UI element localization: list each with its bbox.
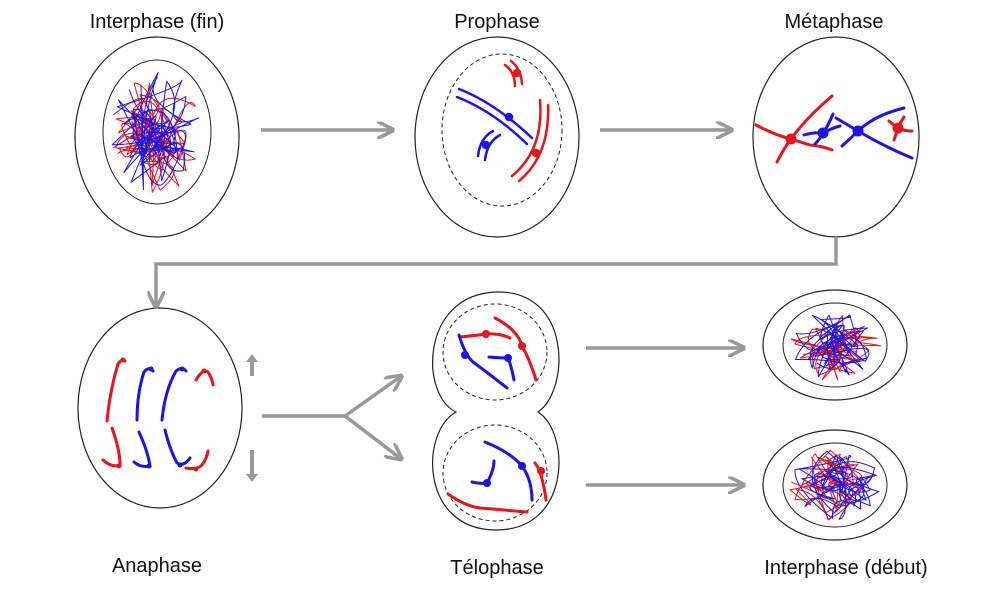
arrow-to-telophase-lower (343, 414, 400, 458)
nucleus-upper (442, 303, 548, 401)
cell-anaphase (77, 307, 243, 509)
arrow-down-icon (246, 450, 258, 482)
chromosome-red-small (503, 59, 524, 88)
chromatin-blue-strand (795, 314, 870, 378)
label-metaphase: Métaphase (785, 11, 884, 33)
chromosomes-upper (457, 316, 538, 390)
nucleus (102, 59, 212, 205)
label-telophase: Télophase (450, 557, 543, 579)
chromosome-blue-metaphase-large (834, 106, 914, 160)
cell-membrane (762, 429, 908, 541)
cell-prophase (414, 36, 580, 238)
arrow-up-icon (246, 354, 258, 376)
chromosome-red-long (510, 98, 550, 183)
direction-arrows (246, 354, 258, 482)
chromosome-red-metaphase-short (887, 115, 914, 142)
chromatids-lower (101, 426, 210, 472)
chromatin-tangle (789, 449, 880, 521)
chromatin-tangle (790, 314, 881, 381)
chromatin-blue-strand (794, 450, 880, 520)
cell-membrane-dividing (432, 291, 560, 531)
chromosome-red-metaphase (754, 94, 834, 164)
chromosome-blue-long (455, 87, 534, 146)
cell-membrane (762, 289, 908, 401)
nucleus-lower (442, 424, 548, 522)
chromatin-tangle (111, 71, 200, 193)
cell-interphase-debut-lower (762, 429, 908, 541)
nucleus (782, 442, 888, 528)
arrow-metaphase-to-anaphase (156, 237, 838, 305)
chromosome-blue-metaphase-small (802, 112, 842, 146)
label-interphase-fin: Interphase (fin) (90, 11, 225, 33)
cell-membrane (414, 36, 580, 238)
label-interphase-debut: Interphase (début) (764, 557, 927, 579)
stage-arrows (156, 130, 838, 485)
label-prophase: Prophase (454, 11, 540, 33)
chromatin-red-strand (789, 449, 874, 521)
chromosomes-lower (446, 440, 548, 514)
cell-membrane (74, 36, 240, 238)
chromatin-blue-strand (111, 71, 200, 191)
cell-interphase-debut-upper (762, 289, 908, 401)
arrow-to-telophase-upper (343, 377, 400, 418)
nucleus-envelope (441, 53, 563, 207)
cell-interphase-fin (74, 36, 240, 238)
chromatids-upper (105, 357, 215, 423)
cell-metaphase (752, 36, 920, 238)
cell-telophase (432, 291, 560, 531)
nucleus (782, 302, 888, 388)
label-anaphase: Anaphase (112, 555, 202, 577)
chromosome-blue-short (476, 129, 502, 162)
cell-membrane (77, 307, 243, 509)
